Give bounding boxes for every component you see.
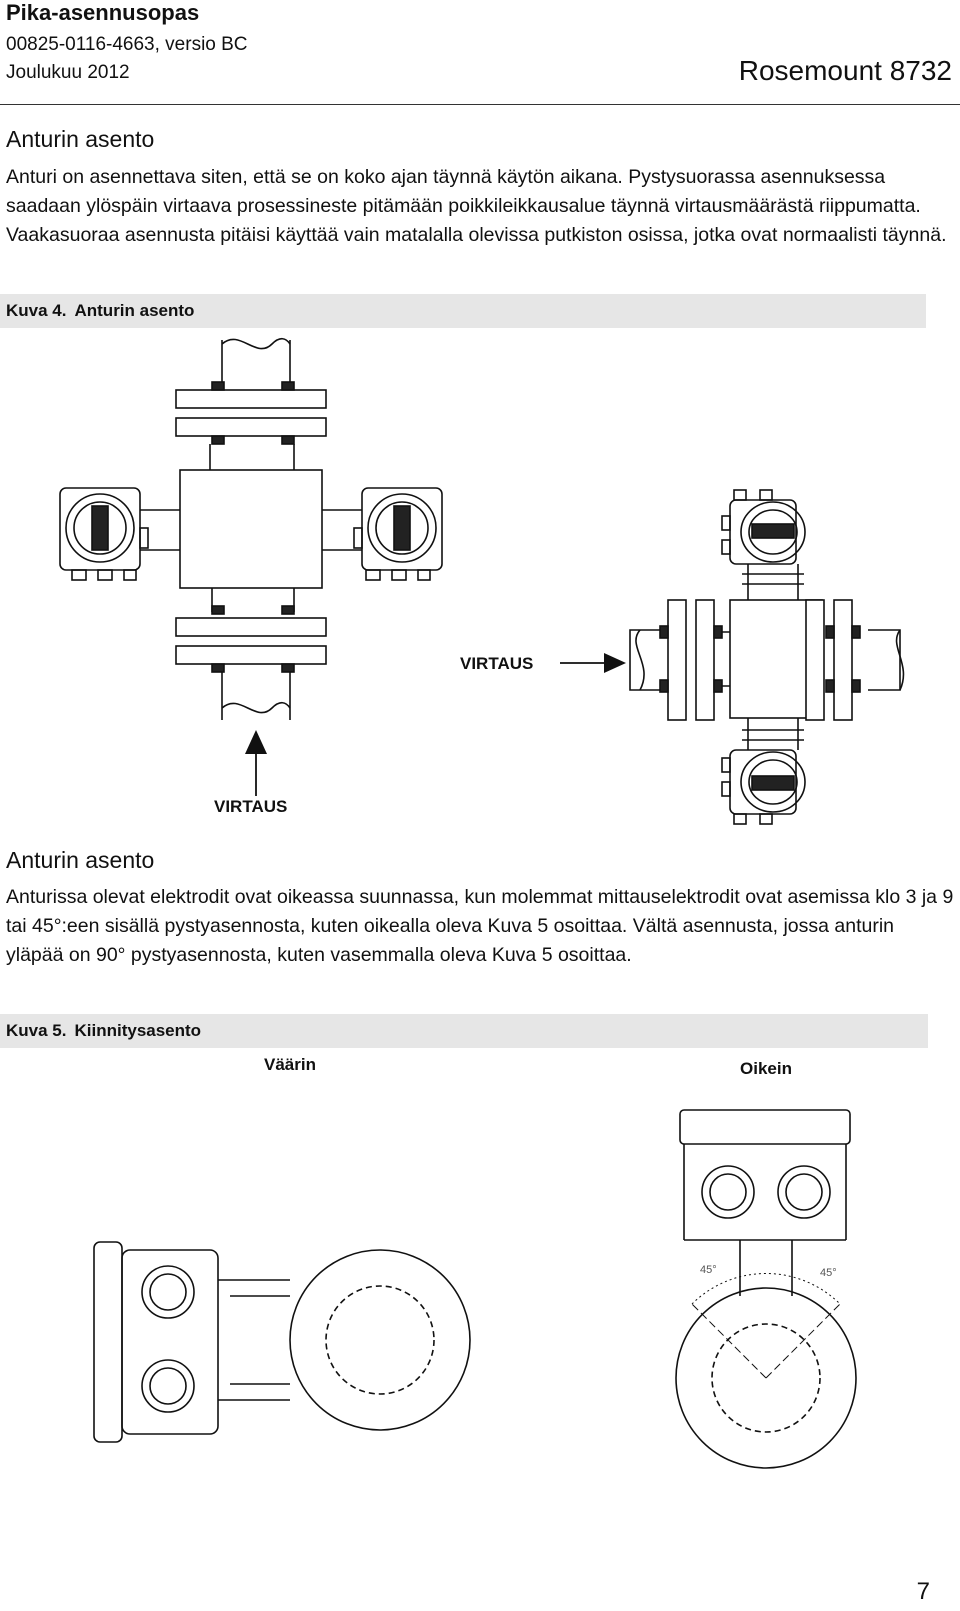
figure-4-number: Kuva 4. [6, 301, 67, 320]
figure-5-caption: Kuva 5. Kiinnitysasento [0, 1014, 928, 1048]
right-transmitter-head [353, 487, 443, 581]
section-heading-sensor-position: Anturin asento [6, 126, 155, 152]
correct-sensor-tube [675, 1287, 857, 1469]
figure-4-title: Anturin asento [74, 301, 195, 320]
horizontal-right-flanges [805, 599, 861, 721]
angle-indicator [691, 1272, 841, 1379]
flow-label-horizontal: VIRTAUS [460, 654, 533, 673]
section-heading-electrode-position: Anturin asento [6, 847, 155, 873]
angle-label-right: 45° [820, 1267, 837, 1279]
horizontal-transmitter-top [721, 489, 806, 600]
vertical-sensor-body [179, 469, 323, 589]
product-name: Rosemount 8732 [738, 55, 952, 86]
label-wrong: Väärin [264, 1055, 316, 1074]
figure-4-drawing: VIRTAUS VIRTAUS [59, 337, 905, 825]
correct-transmitter-head [679, 1109, 851, 1296]
horizontal-pipe-right [868, 629, 905, 691]
horizontal-pipe-left [629, 629, 665, 691]
wrong-sensor-tube [289, 1249, 471, 1431]
section-body-sensor-position: Anturi on asennettava siten, että se on … [6, 166, 947, 246]
vertical-top-flange [175, 381, 327, 470]
horizontal-left-flanges [659, 599, 723, 721]
vertical-bottom-flange [175, 605, 327, 673]
flow-arrow-horizontal [560, 653, 626, 673]
figure-5-drawing: 45° 45° [93, 1109, 857, 1469]
vertical-pipe-top [221, 337, 291, 390]
wrong-transmitter-head [93, 1241, 290, 1443]
document-date: Joulukuu 2012 [6, 62, 130, 83]
label-correct: Oikein [740, 1059, 792, 1078]
figure-5-title: Kiinnitysasento [74, 1021, 202, 1040]
document-number: 00825-0116-4663, versio BC [6, 34, 248, 55]
section-body-electrode-position: Anturissa olevat elektrodit ovat oikeass… [6, 886, 954, 966]
left-transmitter-head [59, 487, 149, 581]
guide-title: Pika-asennusopas [6, 0, 200, 25]
page-number: 7 [916, 1578, 930, 1605]
vertical-pipe-bottom [221, 672, 291, 720]
figure-5-number: Kuva 5. [6, 1021, 67, 1040]
angle-label-left: 45° [700, 1264, 717, 1276]
flow-arrow-vertical [245, 730, 267, 796]
header-divider [0, 104, 960, 105]
flow-label-vertical: VIRTAUS [214, 797, 287, 816]
figure-4-caption: Kuva 4. Anturin asento [0, 294, 926, 328]
horizontal-transmitter-bottom [721, 718, 806, 825]
